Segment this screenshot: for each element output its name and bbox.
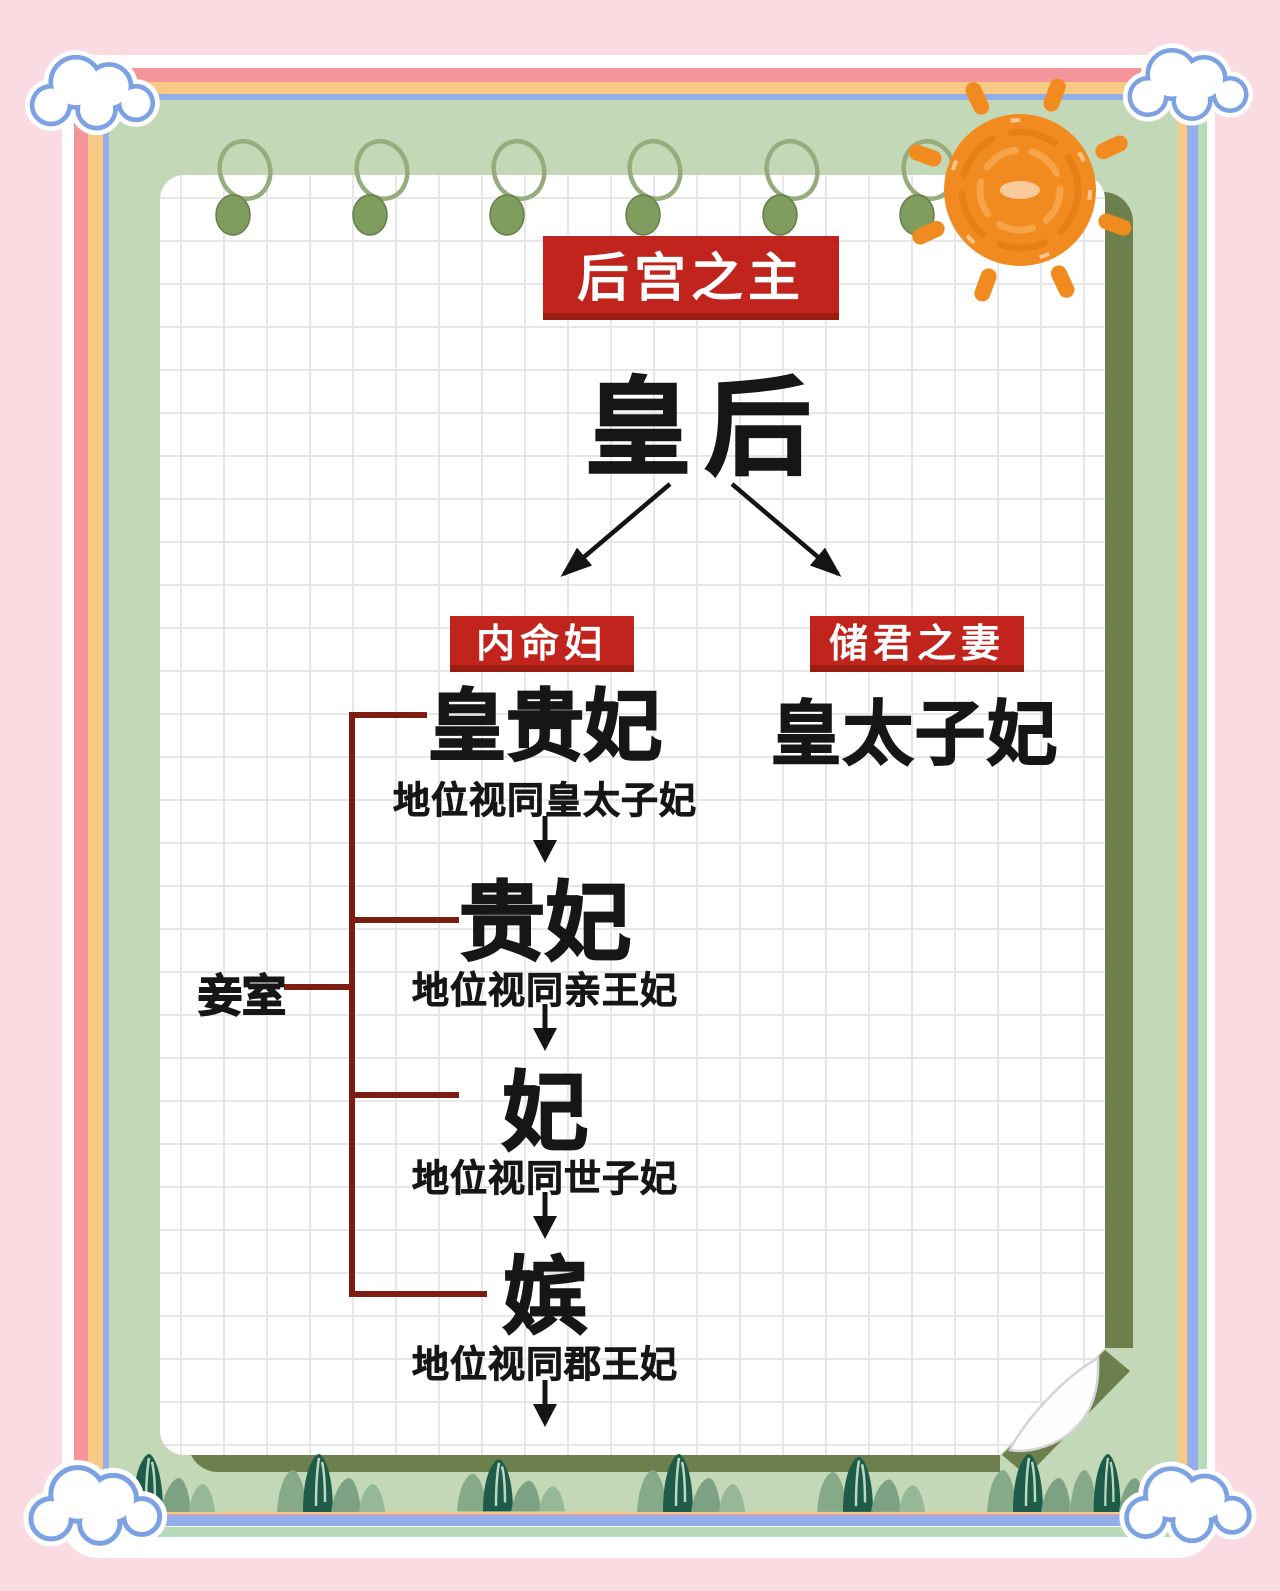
rank-consort: 妃 [501, 1064, 589, 1162]
grass-icon [109, 1452, 1169, 1512]
sun-icon [908, 78, 1132, 302]
inner-consorts-badge: 内命妇 [450, 616, 634, 672]
down-arrow-icon [533, 1192, 557, 1239]
down-arrow-icon [533, 1380, 557, 1427]
root-badge: 后宫之主 [543, 236, 839, 320]
concubines-side-label: 妾室 [197, 971, 287, 1022]
rank-imperial-noble-consort: 皇贵妃 [427, 681, 663, 771]
split-arrow-icon [560, 482, 842, 577]
notebook-paper [160, 175, 1105, 1455]
frame-blue-layer [103, 94, 1198, 1526]
cloud-icon [1123, 43, 1253, 126]
crown-prince-wife-badge: 储君之妻 [810, 616, 1024, 672]
bracket-tick [349, 917, 459, 923]
bracket-side-connector [284, 984, 352, 990]
bracket-top-tick [349, 712, 427, 718]
rank-note: 地位视同郡王妃 [412, 1344, 678, 1386]
empress-title: 皇后 [584, 369, 825, 489]
cloud-icon [25, 50, 160, 136]
bracket-vertical-line [349, 712, 355, 1297]
rank-concubine-pin: 嫔 [502, 1249, 588, 1345]
bracket-bottom-tick [349, 1291, 487, 1297]
down-arrow-icon [533, 1004, 557, 1051]
rank-note: 地位视同皇太子妃 [393, 780, 697, 822]
down-arrow-icon [533, 816, 557, 863]
rank-noble-consort: 贵妃 [458, 874, 632, 972]
bracket-tick [349, 1092, 459, 1098]
crown-princess-title: 皇太子妃 [770, 694, 1059, 774]
cloud-icon [23, 1460, 168, 1551]
cloud-icon [1119, 1461, 1257, 1548]
binder-ring-icon [215, 139, 957, 236]
